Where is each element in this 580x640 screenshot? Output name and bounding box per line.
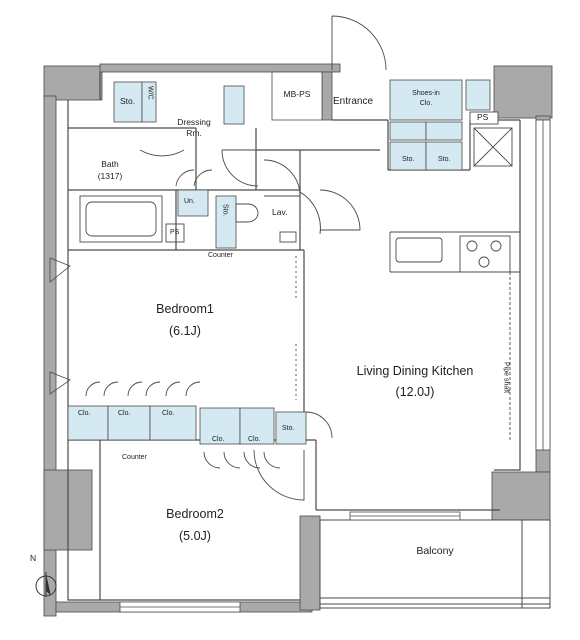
label-north: N (30, 553, 37, 563)
wall-top (99, 63, 341, 73)
shoe-shelf-small (465, 79, 491, 111)
label-clo-5: Clo. (248, 436, 261, 443)
label-bath-size: (1317) (97, 171, 123, 181)
label-clo-2: Clo. (118, 410, 131, 417)
label-un: Un. (184, 198, 195, 205)
windows (119, 119, 551, 613)
clo-2 (107, 405, 151, 441)
label-mbps: MB-PS (283, 89, 311, 99)
label-balcony: Balcony (416, 545, 454, 557)
label-bedroom2-size: (5.0J) (179, 529, 211, 543)
sto-entrance-2 (425, 141, 463, 171)
label-ldk-size: (12.0J) (395, 385, 435, 399)
sto-entrance-1 (389, 141, 427, 171)
toilet (235, 203, 259, 223)
entrance-door (331, 15, 387, 71)
label-sto-toilet: Sto. (221, 204, 229, 217)
storage-units (67, 71, 491, 445)
sto-dressing (113, 81, 143, 123)
balcony-area (319, 519, 551, 609)
label-lav: Lav. (272, 207, 288, 217)
entrance-shelf-1 (389, 121, 427, 141)
label-clo-3: Clo. (162, 410, 175, 417)
label-ps-right: PS (477, 112, 489, 122)
label-bedroom2: Bedroom2 (166, 507, 224, 521)
label-sto-bedroom2: Sto. (282, 425, 295, 432)
dressing-shelf (223, 85, 245, 125)
wall-top-left-block (43, 65, 103, 101)
label-dressing-rm: Rm. (186, 128, 202, 138)
fixtures (79, 111, 520, 440)
wall-entrance-left (321, 71, 333, 121)
label-sto-dressing: Sto. (120, 96, 136, 106)
label-sto-entrance-2: Sto. (438, 156, 451, 163)
un-box (177, 189, 209, 217)
label-dressing: Dressing (177, 117, 211, 127)
entrance-shelf-2 (425, 121, 463, 141)
label-counter-1: Counter (208, 252, 233, 259)
shower-box (473, 127, 513, 167)
shoes-in-closet (389, 79, 463, 121)
ps-right (469, 111, 499, 125)
wall-right-corner (491, 471, 551, 521)
label-clo-4: Clo. (212, 436, 225, 443)
ps-bath (165, 223, 185, 243)
doors (49, 15, 387, 501)
clo-5 (239, 407, 275, 445)
kitchen-sink (395, 237, 443, 263)
wic-dressing (141, 81, 157, 123)
label-pipe-shaft: Pipe shaft (502, 362, 510, 394)
label-bedroom1-size: (6.1J) (169, 324, 201, 338)
walls (43, 63, 553, 617)
label-wic: W/C (146, 86, 154, 100)
wall-balcony-left (299, 515, 321, 611)
wall-right-top-block (493, 65, 553, 119)
clo-1 (67, 405, 109, 441)
label-ps-bath: PS (170, 229, 180, 236)
clo-3 (149, 405, 197, 441)
north-arrow-icon (35, 572, 57, 597)
sto-bedroom2 (275, 411, 307, 445)
label-counter-2: Counter (122, 454, 147, 461)
label-ldk: Living Dining Kitchen (356, 364, 474, 378)
mbps-box (271, 71, 323, 121)
label-shoes-in-clo: Clo. (419, 100, 433, 107)
label-shoes-in: Shoes-in (412, 90, 440, 97)
label-bath: Bath (101, 159, 119, 169)
label-clo-1: Clo. (78, 410, 91, 417)
bathtub (79, 195, 163, 243)
clo-4 (199, 407, 241, 445)
label-bedroom1: Bedroom1 (156, 302, 214, 316)
label-entrance: Entrance (333, 96, 374, 107)
label-sto-entrance-1: Sto. (402, 156, 415, 163)
